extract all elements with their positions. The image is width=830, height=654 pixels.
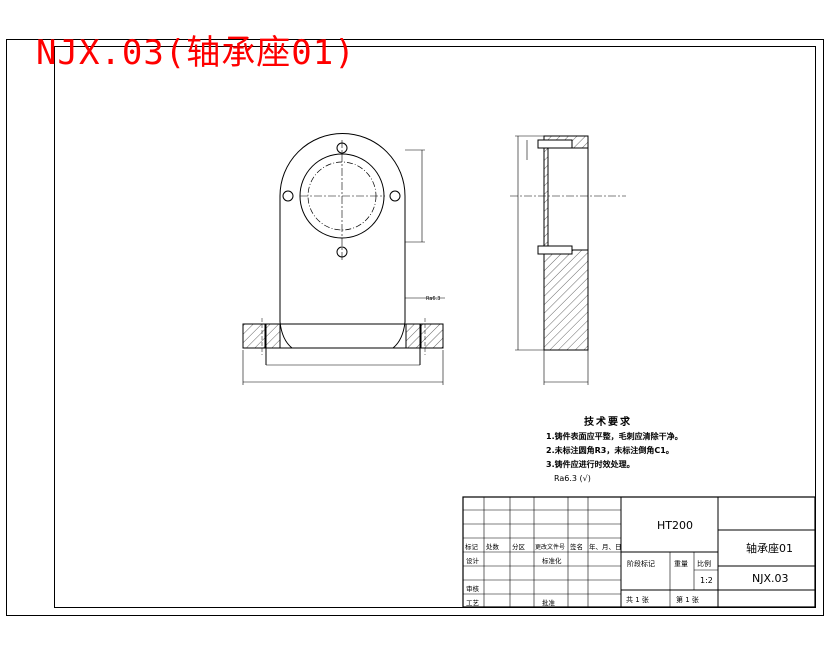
tech-roughness-note: Ra6.3 (√) — [554, 474, 591, 483]
rev-header-3: 更改文件号 — [535, 543, 565, 551]
side-view — [510, 135, 626, 385]
title-block — [462, 496, 816, 608]
drawing-title: NJX.03(轴承座01) — [36, 33, 356, 73]
rev-header-5: 年、月、日 — [589, 542, 622, 551]
side-bolt-bottom — [537, 245, 573, 255]
rev-header-2: 分区 — [512, 542, 526, 551]
rev-header-4: 签名 — [570, 542, 583, 551]
front-roughness-label: Ra6.3 — [426, 296, 440, 302]
rev-header-1: 处数 — [486, 542, 500, 551]
design-label: 设计 — [466, 556, 480, 565]
outer-border — [6, 39, 824, 616]
rev-header-0: 标记 — [465, 542, 479, 551]
material-text: HT200 — [657, 519, 693, 532]
side-bolt-top — [537, 139, 573, 149]
review-label: 审核 — [466, 584, 480, 593]
drawing-number-text: NJX.03 — [752, 572, 789, 585]
bolt-hole-left — [282, 190, 294, 202]
bolt-hole-right — [389, 190, 401, 202]
tech-item-3: 3.铸件应进行时效处理。 — [546, 460, 635, 469]
sheets-total: 共 1 张 — [626, 595, 649, 604]
part-name-text: 轴承座01 — [746, 541, 793, 555]
inner-border — [54, 46, 816, 608]
standardize-label: 标准化 — [542, 556, 562, 565]
stage-mark-label: 阶段标记 — [627, 559, 655, 568]
weight-label: 重量 — [674, 560, 688, 568]
sheet-current: 第 1 张 — [676, 595, 699, 604]
technical-requirements: 技术要求 1.铸件表面应平整，毛刺应清除干净。 2.未标注圆角R3，未标注倒角C… — [546, 416, 683, 486]
scale-label: 比例 — [697, 559, 711, 568]
scale-value: 1:2 — [700, 576, 713, 585]
front-view — [242, 133, 445, 385]
approve-label: 批准 — [542, 598, 556, 607]
process-label: 工艺 — [466, 599, 480, 607]
tech-heading: 技术要求 — [584, 417, 632, 428]
tech-item-1: 1.铸件表面应平整，毛刺应清除干净。 — [546, 432, 683, 441]
tech-item-2: 2.未标注圆角R3，未标注倒角C1。 — [546, 446, 674, 455]
